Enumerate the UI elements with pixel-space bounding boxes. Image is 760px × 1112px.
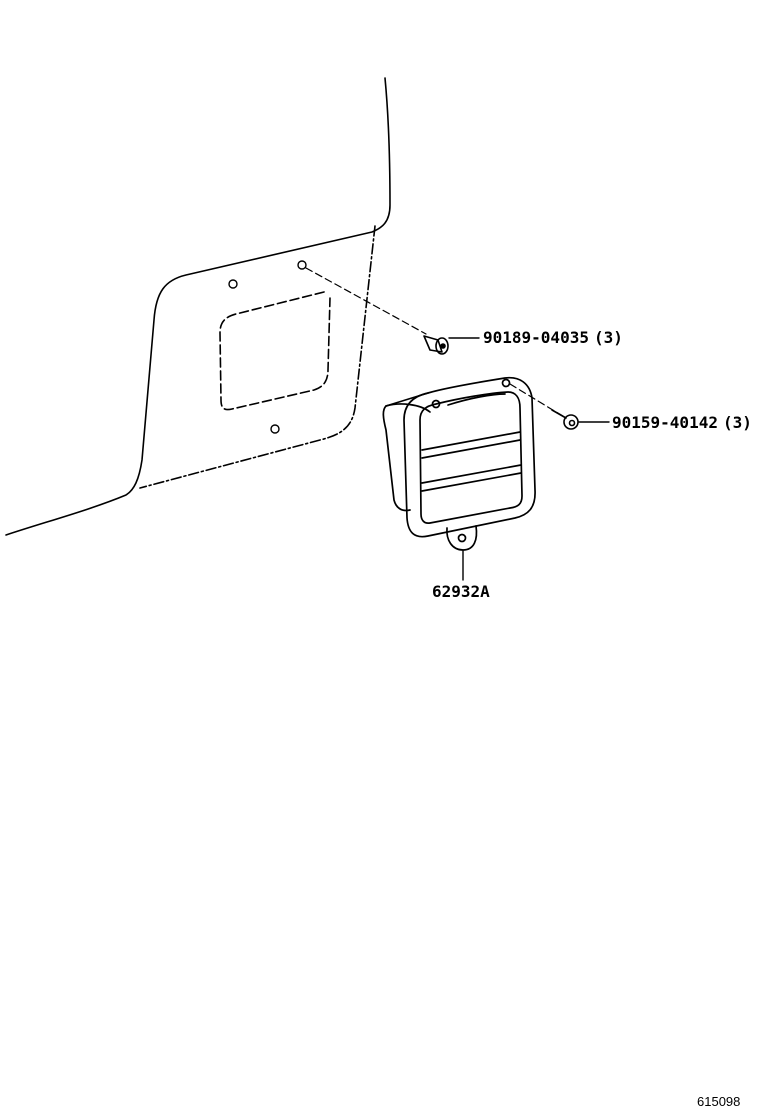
screw-shank <box>551 409 567 419</box>
vent-housing-top <box>385 403 431 413</box>
assembly-line-clip <box>305 267 427 335</box>
part-label-screw: 90159-40142(3) <box>612 415 752 431</box>
clip-part <box>423 335 449 355</box>
clip-hole <box>440 343 446 349</box>
screw-head <box>563 414 579 430</box>
vent-mount-hole-right <box>501 378 511 388</box>
part-quantity: (3) <box>593 328 623 347</box>
vent-louver <box>382 376 536 551</box>
screw-recess <box>568 419 576 427</box>
screw-part <box>551 409 579 430</box>
vent-mount-hole-left <box>431 399 441 409</box>
vent-outer-frame <box>403 376 536 538</box>
vent-tab-hole <box>457 533 467 543</box>
panel-hole-3 <box>270 424 280 434</box>
vent-top-recess <box>447 393 506 406</box>
vent-slat-1 <box>421 431 521 451</box>
vent-inner-frame <box>419 391 523 524</box>
body-panel <box>5 77 391 536</box>
panel-hole-1 <box>228 279 238 289</box>
part-number: 90189-04035 <box>483 328 589 347</box>
body-panel-inner-edge <box>139 225 376 489</box>
part-label-clip: 90189-04035(3) <box>483 330 623 346</box>
part-label-vent: 62932A <box>432 584 490 600</box>
clip-body <box>423 335 443 353</box>
body-panel-outline <box>5 77 391 536</box>
vent-slat-1-shade <box>421 439 521 459</box>
figure-id: 615098 <box>697 1094 741 1109</box>
vent-tab <box>446 525 478 551</box>
part-number: 62932A <box>432 582 490 601</box>
panel-opening <box>219 291 331 411</box>
vent-slat-2-shade <box>421 472 522 492</box>
part-quantity: (3) <box>722 413 752 432</box>
leader-lines <box>448 337 610 581</box>
part-number: 90159-40142 <box>612 413 718 432</box>
panel-hole-2 <box>297 260 307 270</box>
clip-flange <box>435 337 449 355</box>
vent-slat-2 <box>421 464 522 484</box>
